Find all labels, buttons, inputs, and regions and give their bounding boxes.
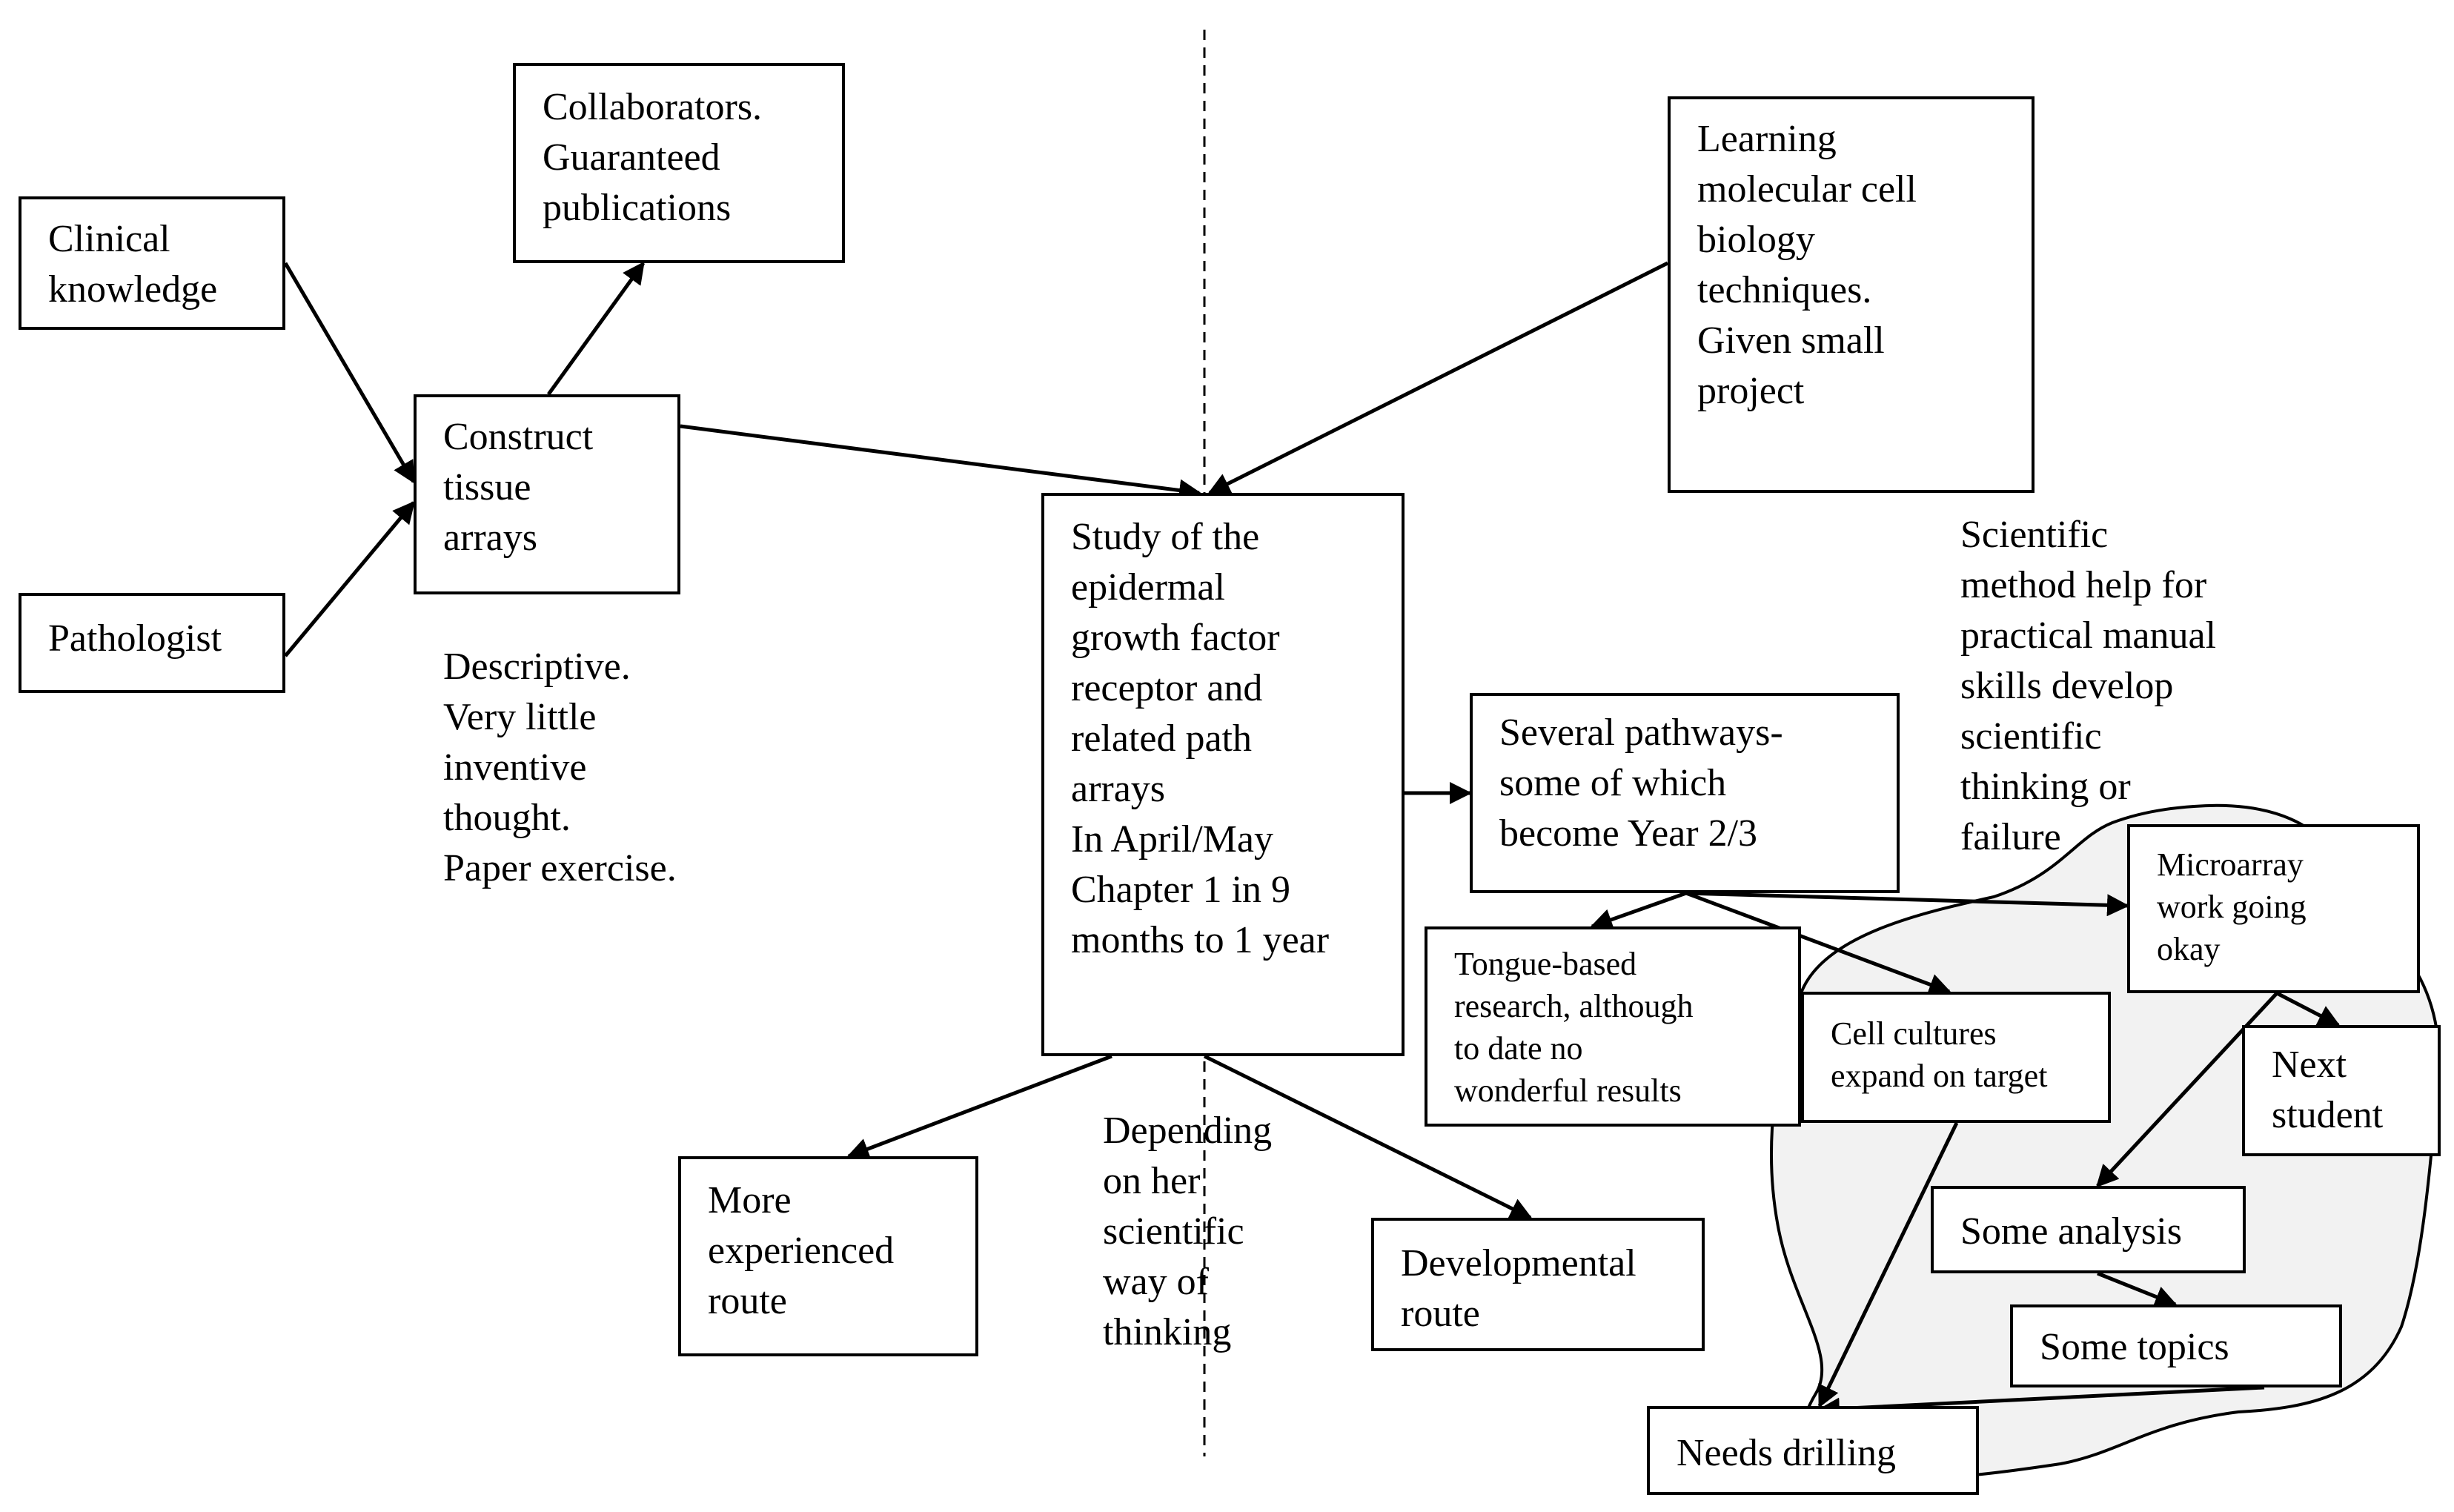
label-some-topics: Some topics <box>2040 1326 2229 1368</box>
arrow-study-to-more-experienced <box>846 1054 1112 1160</box>
label-more-experienced-route: More experienced route <box>708 1179 895 1322</box>
arrow-construct-to-collaborators <box>546 261 646 396</box>
note-depending: Depending on her scientific way of think… <box>1103 1110 1273 1353</box>
box-some-analysis: Some analysis <box>1931 1186 2246 1273</box>
box-collaborators: Collaborators. Guaranteed publications <box>513 63 845 263</box>
label-developmental-route: Developmental route <box>1401 1242 1636 1335</box>
box-learning-techniques: Learning molecular cell biology techniqu… <box>1668 96 2035 493</box>
label-some-analysis: Some analysis <box>1960 1210 2182 1253</box>
box-next-student: Next student <box>2242 1025 2441 1156</box>
label-needs-drilling: Needs drilling <box>1677 1432 1897 1474</box>
arrow-microarray-to-next-student <box>2275 991 2341 1027</box>
label-collaborators: Collaborators. Guaranteed publications <box>543 86 763 229</box>
label-cell-cultures: Cell cultures expand on target <box>1831 1015 2048 1094</box>
arrow-pathologist-to-construct <box>284 500 415 657</box>
box-tongue-research: Tongue-based research, although to date … <box>1425 926 1801 1127</box>
note-descriptive: Descriptive. Very little inventive thoug… <box>443 646 677 889</box>
label-study-egfr: Study of the epidermal growth factor rec… <box>1071 516 1330 961</box>
arrow-pathways-to-cell-cultures <box>1685 891 1951 995</box>
label-microarray: Microarray work going okay <box>2157 846 2307 967</box>
arrow-construct-to-study <box>680 424 1201 502</box>
arrow-learning-to-study <box>1207 261 1669 495</box>
label-next-student: Next student <box>2272 1044 2384 1136</box>
box-study-egfr: Study of the epidermal growth factor rec… <box>1041 493 1405 1056</box>
box-pathologist: Pathologist <box>19 593 285 693</box>
box-cell-cultures: Cell cultures expand on target <box>1801 992 2111 1123</box>
arrow-analysis-to-topics <box>2097 1271 2178 1307</box>
label-construct-tissue-arrays: Construct tissue arrays <box>443 416 594 559</box>
label-clinical-knowledge: Clinical knowledge <box>48 218 218 311</box>
box-developmental-route: Developmental route <box>1371 1218 1705 1351</box>
arrow-clinical-to-construct <box>283 262 416 484</box>
arrow-cell-cultures-to-drilling <box>1817 1121 1959 1408</box>
label-pathologist: Pathologist <box>48 617 222 660</box>
box-microarray: Microarray work going okay <box>2127 824 2420 993</box>
label-learning-techniques: Learning molecular cell biology techniqu… <box>1697 118 1917 412</box>
box-needs-drilling: Needs drilling <box>1647 1406 1979 1495</box>
box-several-pathways: Several pathways- some of which become Y… <box>1470 693 1900 893</box>
label-tongue-research: Tongue-based research, although to date … <box>1454 946 1694 1109</box>
box-more-experienced-route: More experienced route <box>678 1156 978 1356</box>
box-some-topics: Some topics <box>2010 1304 2342 1387</box>
box-clinical-knowledge: Clinical knowledge <box>19 196 285 330</box>
box-construct-tissue-arrays: Construct tissue arrays <box>414 394 680 594</box>
arrow-pathways-to-microarray <box>1685 891 2129 917</box>
arrow-pathways-to-tongue <box>1590 891 1687 931</box>
label-several-pathways: Several pathways- some of which become Y… <box>1499 712 1783 855</box>
note-scientific-method: Scientific method help for practical man… <box>1960 514 2217 858</box>
arrow-study-to-developmental <box>1203 1054 1533 1220</box>
